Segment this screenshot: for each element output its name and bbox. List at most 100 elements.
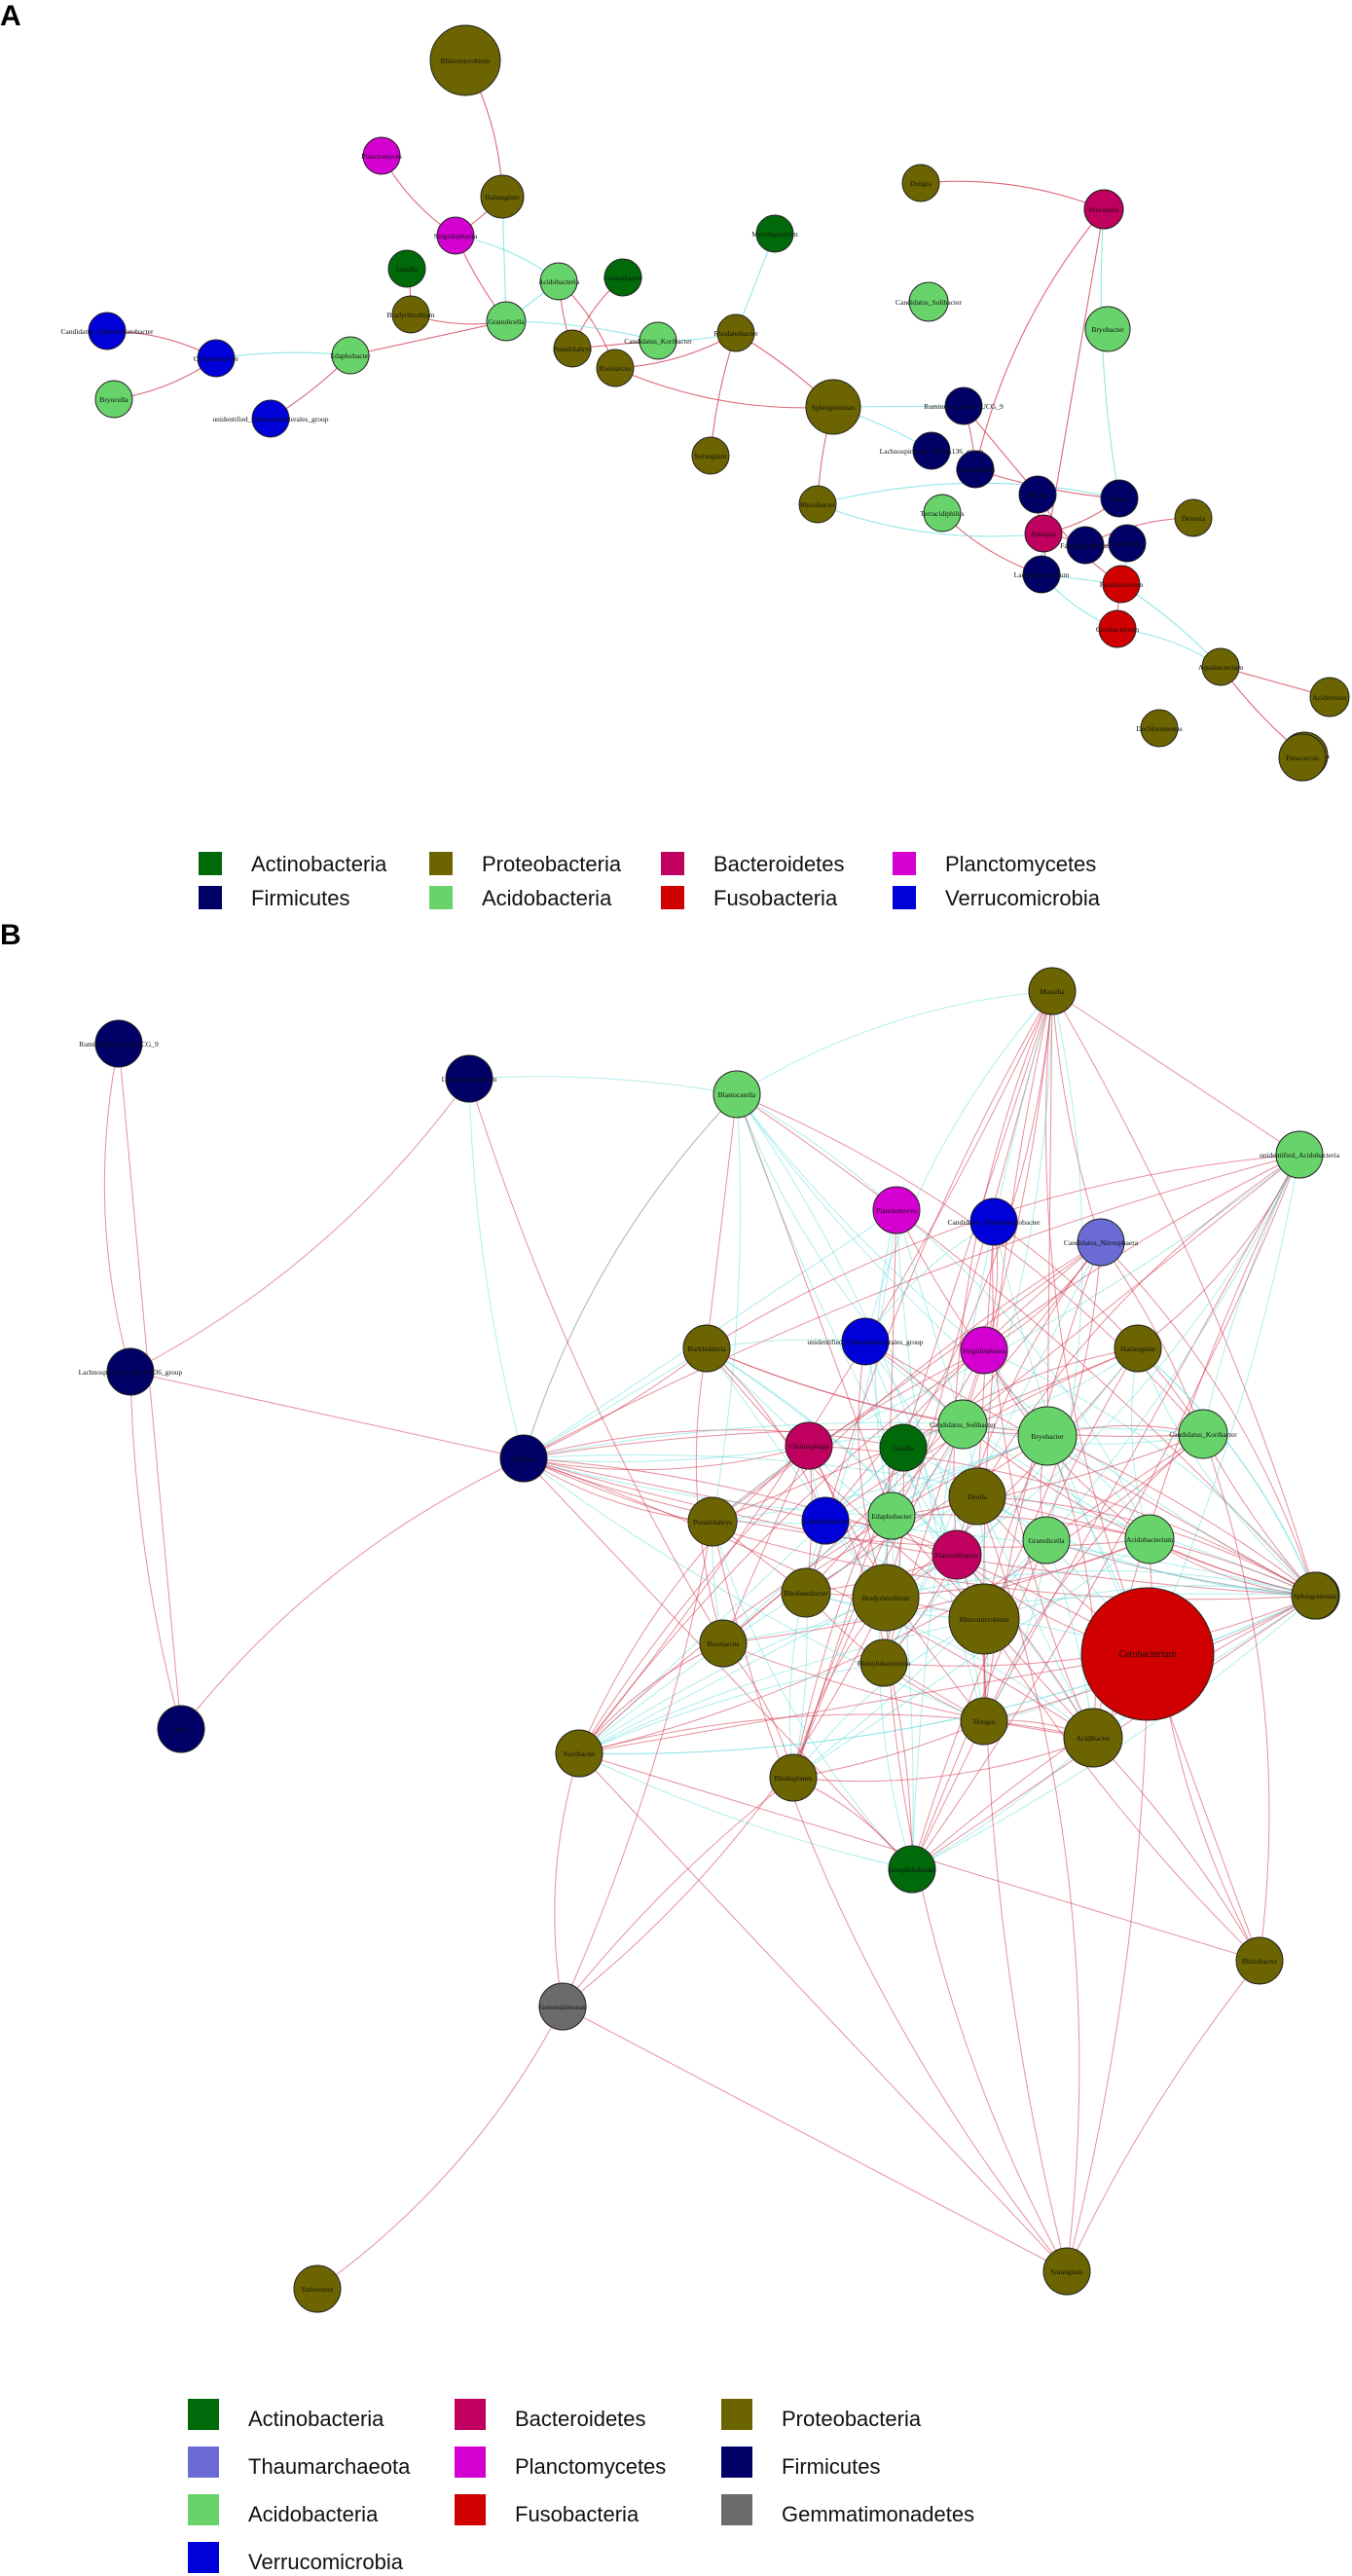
node-label: Sorangium: [695, 452, 727, 460]
network-edge: [864, 1341, 1151, 1540]
node-label: Bradyrhizobium: [386, 311, 434, 319]
node-label: Dorea: [172, 1725, 191, 1734]
node-label: Lachnoclostridium: [1014, 570, 1070, 579]
network-node: Roseiarcus: [699, 1619, 748, 1668]
node-label: Candidatus_Nitrosphaera: [1064, 1238, 1139, 1247]
legend-swatch: [721, 2494, 752, 2525]
node-circle: [429, 24, 501, 96]
network-edge: [578, 1618, 985, 1754]
legend-item: Fusobacteria: [661, 886, 838, 910]
node-circle: [682, 1324, 731, 1373]
network-node: Devosia: [1174, 498, 1213, 537]
network-edge: [722, 1642, 1094, 1739]
network-node: Rhizobacter: [798, 485, 837, 524]
network-node: Conexibacter: [603, 258, 642, 297]
network-edge: [706, 1093, 738, 1349]
node-circle: [94, 380, 133, 419]
network-edge: [976, 1154, 1300, 1497]
node-circle: [969, 1197, 1018, 1246]
node-circle: [944, 386, 983, 425]
network-node: Variovorax: [293, 2264, 342, 2313]
node-circle: [798, 485, 837, 524]
network-node: Mycobacterium: [751, 214, 798, 253]
network-edge: [1137, 1347, 1316, 1597]
node-label: Faecalibacterium: [1060, 541, 1111, 550]
node-circle: [901, 164, 940, 202]
node-label: Sphingomonas: [812, 403, 856, 412]
node-label: Conexibacter: [603, 274, 642, 282]
node-label: Rhizomicrobium: [441, 56, 491, 65]
node-circle: [912, 431, 951, 470]
network-edge: [792, 990, 1053, 1779]
node-label: Chthoniobacter: [194, 354, 239, 363]
node-circle: [1084, 306, 1131, 352]
node-label: Chthoniobacter: [803, 1517, 849, 1526]
network-edge: [1092, 1737, 1261, 1962]
network-edge: [808, 1426, 1204, 1447]
network-edge: [523, 1093, 738, 1459]
network-edge: [578, 1154, 1300, 1754]
node-label: Edaphobacter: [330, 351, 371, 360]
network-node: Granulicella: [1022, 1516, 1071, 1564]
network-edge: [523, 1457, 826, 1522]
network-edge: [1051, 990, 1300, 1156]
network-edge: [788, 1520, 826, 1779]
node-circle: [872, 1186, 921, 1234]
network-node: Haliangium: [1114, 1324, 1162, 1373]
node-label: Cetobacterium: [1096, 625, 1139, 634]
network-node: Candidatus_Koribacter: [624, 321, 692, 360]
node-label: Sorangium: [1051, 2267, 1083, 2276]
node-label: Terracidiphilus: [920, 509, 964, 518]
node-circle: [1275, 1130, 1324, 1179]
panel-b-network: B Ruminococcaceae_UCG_9Lachnoclostridium…: [0, 919, 1340, 2574]
node-label: Pseudolabrys: [693, 1518, 732, 1527]
network-edge: [722, 1495, 978, 1644]
node-circle: [1077, 1218, 1125, 1267]
legend-swatch: [893, 852, 916, 875]
node-label: unidentified_Acidobacteria: [1260, 1151, 1340, 1159]
network-edge: [895, 1209, 1048, 1437]
network-node: Bradyrhizobium: [852, 1564, 920, 1632]
node-circle: [691, 436, 730, 475]
network-edge: [712, 1521, 913, 1870]
panel-b-label: B: [0, 919, 21, 951]
network-edge: [316, 2006, 564, 2290]
network-edge: [805, 1592, 1094, 1739]
node-label: Paracoccus: [1286, 754, 1319, 762]
network-node: Acidobacterium: [1124, 1514, 1175, 1564]
network-node: Candidatus_Xiphinematobacter: [948, 1197, 1041, 1246]
node-label: Devosia: [1182, 514, 1206, 523]
legend-label: Planctomycetes: [515, 2454, 666, 2479]
node-label: Fusobacterium: [1100, 580, 1144, 589]
node-circle: [1102, 565, 1141, 604]
network-node: Bryobacter: [1084, 306, 1131, 352]
network-edge: [523, 1457, 1316, 1601]
node-circle: [852, 1564, 920, 1632]
node-label: Granulicella: [488, 317, 525, 326]
node-circle: [1022, 555, 1061, 594]
network-edge: [1045, 990, 1083, 1541]
node-circle: [499, 1434, 548, 1483]
network-node: Cetobacterium: [1080, 1587, 1215, 1721]
panel-b-nodes: Ruminococcaceae_UCG_9LachnoclostridiumLa…: [79, 967, 1340, 2313]
node-circle: [362, 136, 401, 175]
node-label: Flavisolibacter: [935, 1551, 979, 1560]
network-node: Variibacter: [555, 1729, 603, 1778]
node-label: Ruminococcaceae_UCG_9: [924, 402, 1004, 411]
node-label: Haliangium: [1120, 1344, 1155, 1353]
network-node: Cetobacterium: [1096, 609, 1139, 648]
node-label: Singulisphaera: [434, 232, 478, 240]
node-label: Dechloromonas: [1136, 724, 1183, 733]
network-edge: [736, 990, 1053, 1095]
network-node: Sorangium: [691, 436, 730, 475]
node-circle: [553, 329, 592, 368]
node-circle: [1124, 1514, 1175, 1564]
node-label: Bradyrhizobium: [861, 1594, 909, 1602]
network-edge: [523, 1445, 810, 1462]
network-edge: [722, 1538, 1151, 1644]
network-edge: [712, 1347, 1139, 1523]
network-edge: [706, 1347, 1094, 1739]
node-circle: [1178, 1409, 1228, 1459]
node-circle: [1100, 479, 1139, 518]
